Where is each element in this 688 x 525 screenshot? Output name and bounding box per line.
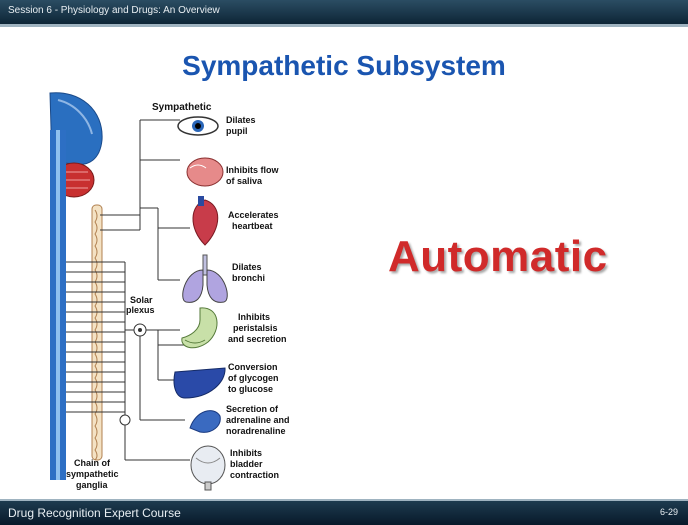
adrenal-gland-icon	[190, 411, 220, 433]
effect-heart-l1: Accelerates	[228, 210, 279, 220]
effect-bladder-l3: contraction	[230, 470, 279, 480]
chain-label-l1: Chain of	[74, 458, 111, 468]
effect-pupil-l1: Dilates	[226, 115, 256, 125]
effect-adrenaline-l1: Secretion of	[226, 404, 279, 414]
heart-icon	[193, 196, 218, 245]
solar-plexus-l1: Solar	[130, 295, 153, 305]
slide-number: 6-29	[660, 507, 678, 517]
chain-label-l2: sympathetic	[66, 469, 119, 479]
effect-bladder-l2: bladder	[230, 459, 263, 469]
effect-peristalsis-l2: peristalsis	[233, 323, 278, 333]
stomach-icon	[182, 308, 217, 348]
effect-glycogen-l2: of glycogen	[228, 373, 279, 383]
effect-saliva-l1: Inhibits flow	[226, 165, 279, 175]
diagram-heading: Sympathetic	[152, 102, 212, 113]
effect-saliva-l2: of saliva	[226, 176, 263, 186]
salivary-gland-icon	[187, 158, 223, 186]
effect-glycogen-l3: to glucose	[228, 384, 273, 394]
effect-heart-l2: heartbeat	[232, 221, 273, 231]
effect-peristalsis-l3: and secretion	[228, 334, 287, 344]
chain-label-l3: ganglia	[76, 480, 108, 490]
solar-plexus-l2: plexus	[126, 305, 155, 315]
effect-adrenaline-l2: adrenaline and	[226, 415, 290, 425]
course-name: Drug Recognition Expert Course	[8, 506, 181, 520]
effect-peristalsis-l1: Inhibits	[238, 312, 270, 322]
effect-bronchi-l2: bronchi	[232, 273, 265, 283]
eye-icon	[178, 117, 218, 135]
bladder-icon	[191, 446, 225, 490]
effect-bronchi-l1: Dilates	[232, 262, 262, 272]
footer-bar: Drug Recognition Expert Course 6-29	[0, 499, 688, 525]
lungs-icon	[183, 255, 228, 302]
effect-pupil-l2: pupil	[226, 126, 248, 136]
effect-glycogen-l1: Conversion	[228, 362, 278, 372]
effect-bladder-l1: Inhibits	[230, 448, 262, 458]
liver-icon	[174, 368, 225, 398]
automatic-highlight: Automatic	[388, 232, 608, 282]
effect-adrenaline-l3: noradrenaline	[226, 426, 286, 436]
